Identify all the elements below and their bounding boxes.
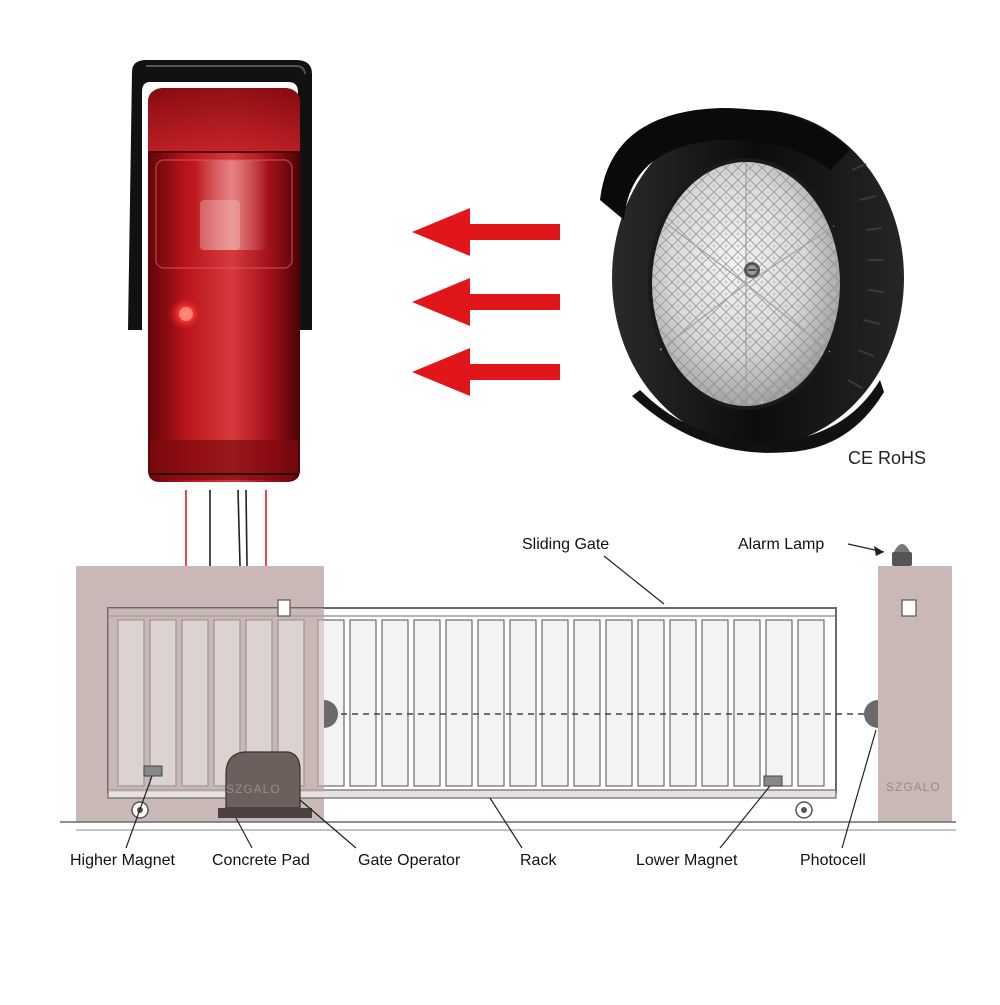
label-sliding-gate: Sliding Gate: [522, 536, 610, 553]
label-rack: Rack: [520, 852, 557, 869]
certification-marks: CE RoHS: [848, 448, 927, 468]
watermark: SZGALO: [226, 782, 281, 796]
photo-beam-sensor-icon: [128, 60, 312, 482]
label-higher-magnet: Higher Magnet: [70, 852, 175, 869]
label-alarm-lamp: Alarm Lamp: [738, 536, 825, 553]
reflector-icon: [600, 108, 904, 453]
leader-lines: [125, 543, 885, 849]
label-lower-magnet: Lower Magnet: [636, 852, 738, 869]
label-concrete-pad: Concrete Pad: [212, 852, 310, 869]
gate-diagram: [60, 543, 956, 849]
label-gate-operator: Gate Operator: [358, 852, 461, 869]
beam-arrow-icon: [412, 208, 560, 396]
label-photocell: Photocell: [800, 852, 866, 869]
watermark: SZGALO: [886, 780, 941, 794]
